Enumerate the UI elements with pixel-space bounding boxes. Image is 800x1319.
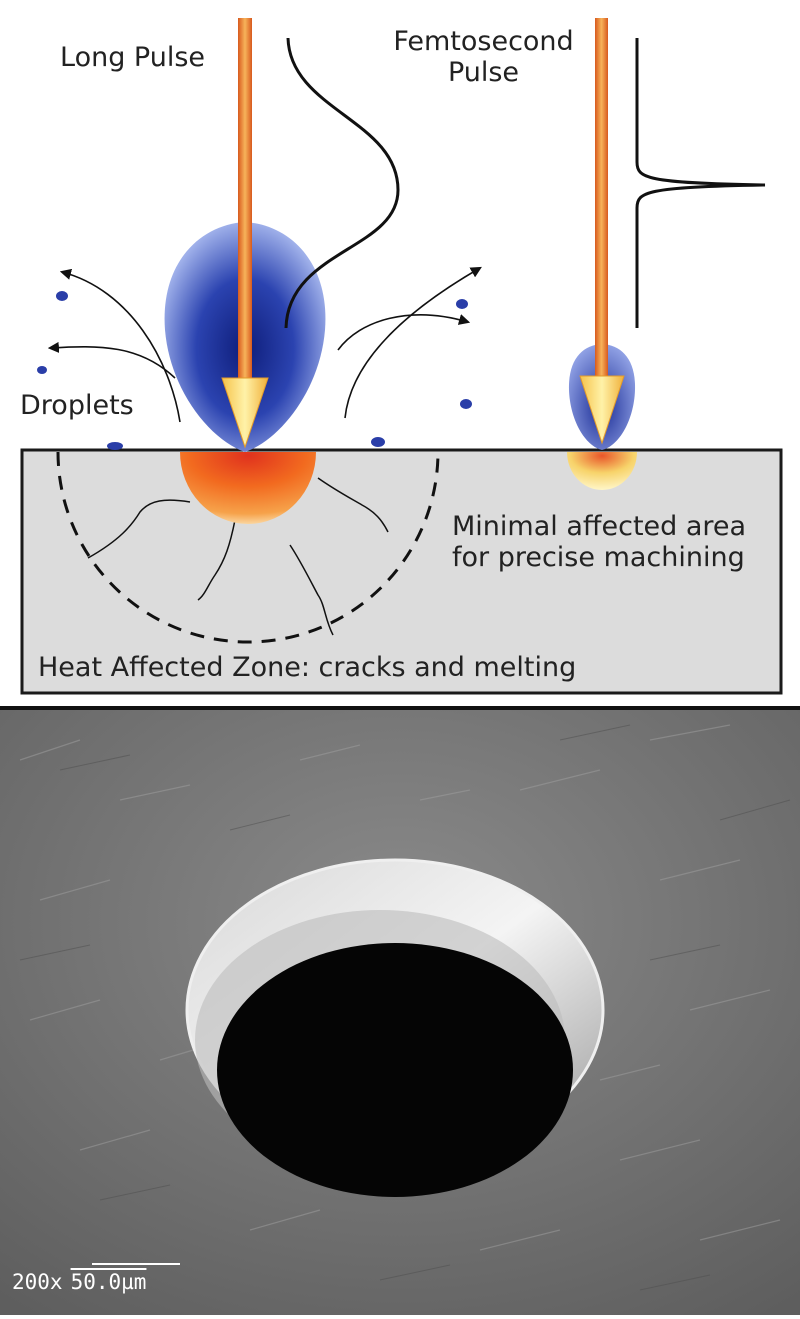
sem-scale-annotation: 200x 50.0µm: [12, 1270, 146, 1294]
droplets: [37, 291, 472, 450]
femtosecond-label-line-1: Femtosecond: [393, 26, 574, 57]
femtosecond-pulse-label: Femtosecond Pulse: [376, 26, 591, 88]
ejecta-arrows: [47, 266, 482, 423]
femtosecond-affected-spot: [567, 452, 637, 490]
long-pulse-arrowhead: [221, 377, 269, 449]
sem-surface-texture-dark: [19, 724, 791, 1291]
long-pulse-melt-pool: [180, 452, 316, 524]
hole-opening: [217, 943, 573, 1197]
panel-separator: [0, 706, 800, 710]
heat-affected-zone-label: Heat Affected Zone: cracks and melting: [38, 652, 577, 683]
minimal-affected-area-label: Minimal affected area for precise machin…: [452, 511, 746, 573]
femtosecond-label-line-2: Pulse: [447, 57, 520, 89]
cracks: [87, 477, 389, 636]
droplets-label: Droplets: [20, 390, 134, 421]
long-pulse-beam: [238, 18, 252, 388]
long-pulse-profile-curve: [284, 37, 400, 329]
heat-affected-zone-boundary: [56, 451, 440, 644]
long-pulse-label: Long Pulse: [60, 42, 206, 73]
femtosecond-profile-curve: [635, 38, 766, 328]
minimal-label-line-2: for precise machining: [452, 542, 745, 574]
femtosecond-arrowhead: [579, 375, 625, 445]
sem-scale-bar-value: 50.0µm: [70, 1270, 147, 1294]
femtosecond-beam: [595, 18, 608, 383]
material-block: [20, 448, 783, 695]
minimal-label-line-1: Minimal affected area: [452, 511, 747, 542]
sem-magnification: 200x: [12, 1270, 63, 1294]
